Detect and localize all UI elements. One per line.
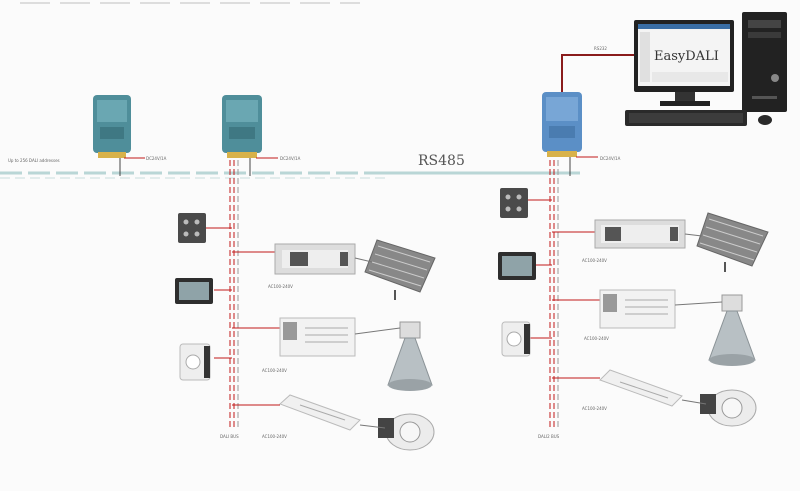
dali-gateway-1 bbox=[93, 95, 145, 176]
gateway-3-power-label: DC24V/1A bbox=[600, 156, 621, 161]
dali-bus-1-wires bbox=[202, 160, 280, 428]
highbay-lamp-1 bbox=[387, 321, 433, 391]
pc-link-cable bbox=[561, 54, 640, 92]
highbay-lamp-2 bbox=[708, 294, 756, 366]
ac-label-6: AC100-240V bbox=[582, 406, 607, 411]
pc-link-label: RS232 bbox=[594, 46, 607, 51]
wall-switch-2 bbox=[500, 188, 528, 218]
led-controller-1 bbox=[279, 394, 361, 431]
dali-gateway-2 bbox=[222, 95, 278, 176]
mouse bbox=[758, 115, 772, 125]
ac-label-4: AC100-240V bbox=[582, 258, 607, 263]
rs485-bus bbox=[0, 171, 580, 179]
pc-monitor bbox=[634, 20, 734, 106]
downlight-1 bbox=[378, 413, 435, 451]
ac-label-1: AC100-240V bbox=[268, 284, 293, 289]
ac-label-2: AC100-240V bbox=[262, 368, 287, 373]
bus-capacity-label: Up to 256 DALI addresses bbox=[8, 158, 60, 163]
floodlight-1 bbox=[364, 239, 436, 300]
downlight-2 bbox=[700, 389, 757, 427]
led-driver-2 bbox=[594, 219, 686, 249]
software-title: EasyDALI bbox=[654, 49, 719, 64]
dali-gateway-3 bbox=[542, 92, 598, 176]
sensor-1 bbox=[179, 343, 211, 381]
led-controller-2 bbox=[599, 369, 683, 407]
pc-tower bbox=[742, 12, 787, 112]
gateway-2-power-label: DC24V/1A bbox=[280, 156, 301, 161]
keyboard bbox=[625, 110, 747, 126]
dali-bus-2-label: DALI2 BUS bbox=[538, 434, 560, 439]
gateway-1-power-label: DC24V/1A bbox=[146, 156, 167, 161]
touch-panel-2 bbox=[498, 252, 536, 280]
led-driver-1 bbox=[274, 243, 356, 275]
dali-dimmer-1 bbox=[279, 317, 356, 357]
ac-label-3: AC100-240V bbox=[262, 434, 287, 439]
wall-switch-1 bbox=[178, 213, 206, 243]
rs485-label: RS485 bbox=[418, 153, 465, 169]
floodlight-2 bbox=[696, 212, 769, 272]
touch-panel-1 bbox=[175, 278, 213, 304]
ac-label-5: AC100-240V bbox=[584, 336, 609, 341]
sensor-2 bbox=[501, 321, 531, 357]
dali-bus-2-wires bbox=[525, 160, 600, 428]
dali-bus-1-label: DALI BUS bbox=[220, 434, 239, 439]
dali-dimmer-2 bbox=[599, 289, 676, 329]
